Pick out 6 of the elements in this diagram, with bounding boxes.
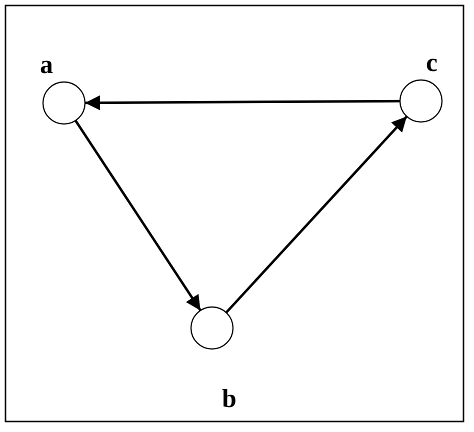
node-label: a	[40, 52, 53, 78]
arrow	[74, 120, 202, 312]
node-label: c	[426, 50, 438, 76]
arrow	[225, 116, 408, 314]
node-label: b	[222, 386, 236, 412]
arrow	[85, 95, 400, 110]
